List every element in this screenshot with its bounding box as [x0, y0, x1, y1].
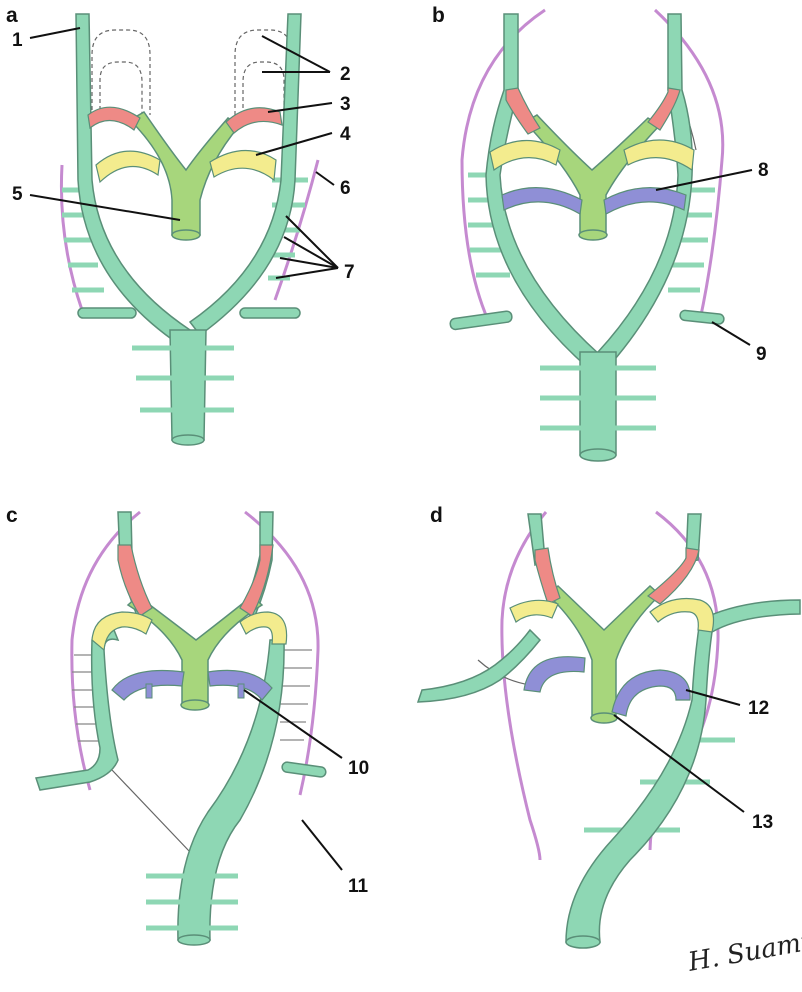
- artist-signature: H. Suami: [685, 927, 802, 978]
- dorsal-aorta-d: [418, 514, 800, 948]
- sixth-arch-left-b: [502, 188, 582, 214]
- aortic-sac-b: [525, 115, 660, 235]
- fourth-arch-left-a: [96, 151, 160, 182]
- aortic-sac-opening-a: [172, 230, 200, 240]
- thin-connectors-c: [112, 770, 190, 852]
- aortic-sac-d: [548, 586, 660, 718]
- label-13: 13: [752, 812, 773, 833]
- label-5: 5: [12, 184, 23, 205]
- label-7: 7: [344, 262, 355, 283]
- third-arch-left-a: [88, 107, 140, 130]
- panel-c: c: [6, 504, 369, 945]
- label-6: 6: [340, 178, 351, 199]
- panel-a: a: [6, 4, 355, 445]
- panel-a-letter: a: [6, 4, 18, 27]
- fourth-arch-right-b: [624, 140, 694, 170]
- third-arch-left-d: [535, 548, 560, 604]
- fourth-arch-right-c: [240, 612, 287, 644]
- third-arch-left-c: [118, 545, 152, 616]
- label-11: 11: [348, 876, 369, 897]
- label-2: 2: [340, 64, 351, 85]
- aortic-sac-a: [130, 112, 240, 235]
- aortic-sac-opening-c: [181, 700, 209, 710]
- label-12: 12: [748, 698, 769, 719]
- third-arch-right-d: [648, 548, 699, 604]
- fourth-arch-left-d: [510, 600, 558, 622]
- panel-d-letter: d: [430, 504, 443, 527]
- fourth-arch-right-a: [210, 150, 276, 180]
- panel-c-letter: c: [6, 504, 18, 527]
- label-3: 3: [340, 94, 351, 115]
- label-9: 9: [756, 344, 767, 365]
- label-10: 10: [348, 758, 369, 779]
- third-arch-right-c: [240, 545, 273, 616]
- dorsal-aorta-c: [36, 512, 326, 945]
- fourth-arch-left-c: [92, 612, 152, 650]
- aortic-sac-opening-d: [591, 713, 617, 723]
- panel-b: b: [432, 4, 769, 461]
- sixth-arch-right-d: [612, 670, 690, 716]
- label-1: 1: [12, 30, 23, 51]
- regressed-arches-left: [92, 30, 150, 115]
- label-4: 4: [340, 124, 351, 145]
- aortic-sac-opening-b: [579, 230, 607, 240]
- panel-b-letter: b: [432, 4, 445, 27]
- label-8: 8: [758, 160, 769, 181]
- panel-d: d 12 13: [418, 504, 802, 978]
- sixth-arch-left-d: [524, 657, 585, 692]
